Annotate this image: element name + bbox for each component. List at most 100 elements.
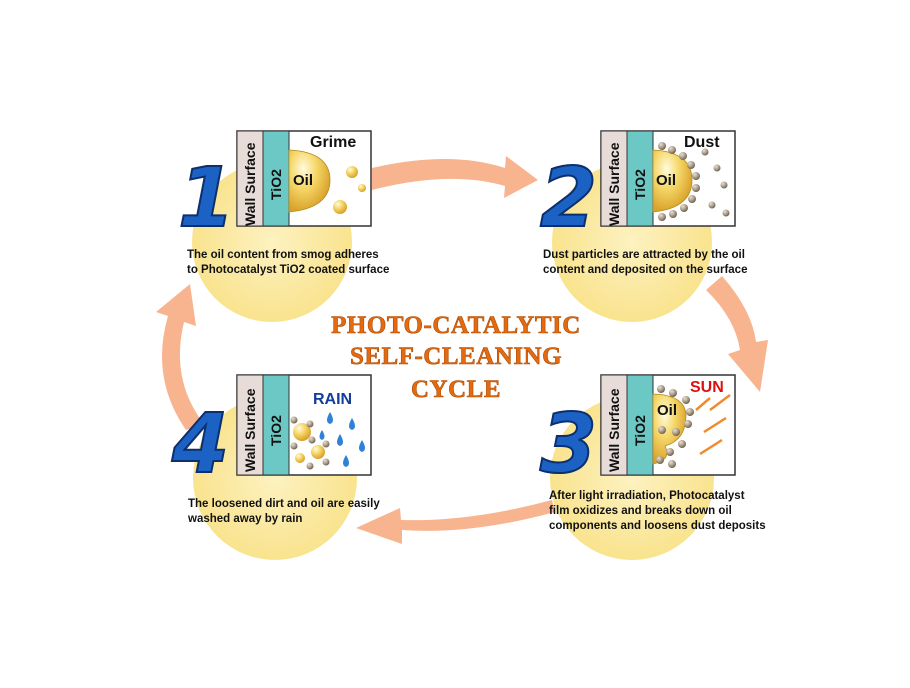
dust-particle [308, 436, 316, 444]
dust-particle [669, 210, 677, 218]
step1-wall-label: Wall Surface [242, 142, 258, 226]
dust-particle [713, 164, 721, 172]
step4-residue [290, 416, 330, 470]
dust-particle [701, 148, 709, 156]
step3-label: SUN [690, 379, 724, 396]
raindrop-icon [319, 430, 325, 440]
dust-particle [722, 209, 730, 217]
step4-tio2-label: TiO2 [268, 415, 284, 446]
grime-droplet [333, 200, 347, 214]
dust-particle [668, 460, 676, 468]
raindrop-icon [359, 440, 365, 452]
dust-particle [682, 396, 690, 404]
step2-number: 2 [540, 151, 597, 246]
dust-particle [290, 442, 298, 450]
step2-tio2-label: TiO2 [632, 169, 648, 200]
dust-particle [672, 428, 680, 436]
dust-particle [658, 426, 666, 434]
dust-particle [720, 181, 728, 189]
dust-particle [658, 142, 666, 150]
oil-residue [295, 453, 305, 463]
step4-caption-line2: washed away by rain [187, 513, 302, 525]
sun-ray [695, 397, 711, 411]
dust-particle [679, 152, 687, 160]
step1-tio2-label: TiO2 [268, 169, 284, 200]
step3-wall-label: Wall Surface [606, 388, 622, 472]
step3-dust-particles [656, 385, 694, 468]
step1-tio2 [262, 130, 290, 227]
dust-particle [666, 448, 674, 456]
dust-particle [688, 195, 696, 203]
oil-residue [311, 445, 325, 459]
dust-particle [306, 462, 314, 470]
title-line-2: SELF-CLEANING [350, 343, 562, 370]
step2-oil-blob [652, 149, 693, 213]
sun-ray [703, 416, 727, 434]
step1-label: Grime [310, 134, 356, 151]
step2-dust-particles [658, 142, 730, 221]
sun-ray [709, 394, 731, 411]
step4-number: 4 [171, 397, 229, 492]
dust-particle [680, 204, 688, 212]
grime-droplet [358, 184, 366, 192]
step1-oil-blob [288, 149, 331, 213]
step4-label: RAIN [313, 391, 352, 408]
raindrop-icon [349, 418, 355, 430]
step3-caption-line3: components and loosens dust deposits [549, 520, 766, 532]
step2-wall-label: Wall Surface [606, 142, 622, 226]
dust-particle [669, 389, 677, 397]
step2-wall [600, 130, 628, 227]
step2-oil-label: Oil [656, 172, 676, 189]
dust-particle [322, 440, 330, 448]
grime-droplet [346, 166, 358, 178]
step2-label: Dust [684, 134, 720, 151]
cycle-arrows [156, 156, 768, 544]
arrow-2-to-3 [706, 276, 768, 392]
step4-tio2 [262, 374, 290, 476]
step3-number: 3 [540, 397, 597, 492]
dust-particle [686, 408, 694, 416]
oil-residue [293, 423, 311, 441]
arrow-4-to-1 [156, 284, 204, 430]
sun-ray [699, 438, 723, 456]
step1-panel: Wall Surface TiO2 Oil Grime 1 [177, 130, 372, 247]
step2-panel: Wall Surface TiO2 Oil Dust 2 [539, 130, 736, 247]
dust-particle [678, 440, 686, 448]
dust-particle [306, 420, 314, 428]
dust-particle [684, 420, 692, 428]
dust-particle [668, 146, 676, 154]
step3-wall [600, 374, 628, 476]
step4-caption-line1: The loosened dirt and oil are easily [188, 498, 380, 510]
dust-particle [708, 201, 716, 209]
dust-particle [687, 161, 695, 169]
arrow-1-to-2 [372, 156, 538, 198]
step1-oil-label: Oil [293, 172, 313, 189]
dust-particle [290, 416, 298, 424]
step2-tio2 [626, 130, 654, 227]
raindrop-icon [337, 434, 343, 446]
dust-particle [322, 458, 330, 466]
dust-particle [692, 172, 700, 180]
arrow-3-to-4 [356, 500, 555, 544]
step3-tio2 [626, 374, 654, 476]
raindrop-icon [343, 455, 349, 467]
title-line-1: PHOTO-CATALYTIC [331, 312, 581, 339]
step4-panel: Wall Surface TiO2 RAIN 4 [170, 374, 372, 493]
step1-caption-line1: The oil content from smog adheres [187, 249, 379, 261]
title-line-3: CYCLE [411, 376, 501, 403]
sun-rays [695, 394, 731, 456]
step3-oil-label: Oil [657, 402, 677, 419]
step3-tio2-label: TiO2 [632, 415, 648, 446]
step2-caption-line2: content and deposited on the surface [543, 264, 747, 276]
step1-caption-line2: to Photocatalyst TiO2 coated surface [187, 264, 389, 276]
dust-particle [692, 184, 700, 192]
step4-wall-label: Wall Surface [242, 388, 258, 472]
step3-panel: Wall Surface TiO2 Oil SUN 3 [539, 374, 736, 493]
raindrop-icon [327, 412, 333, 424]
step3-caption-line2: film oxidizes and breaks down oil [549, 505, 732, 517]
rain-drops [319, 412, 365, 467]
dust-particle [657, 385, 665, 393]
dust-particle [656, 456, 664, 464]
step3-caption-line1: After light irradiation, Photocatalyst [549, 490, 745, 502]
